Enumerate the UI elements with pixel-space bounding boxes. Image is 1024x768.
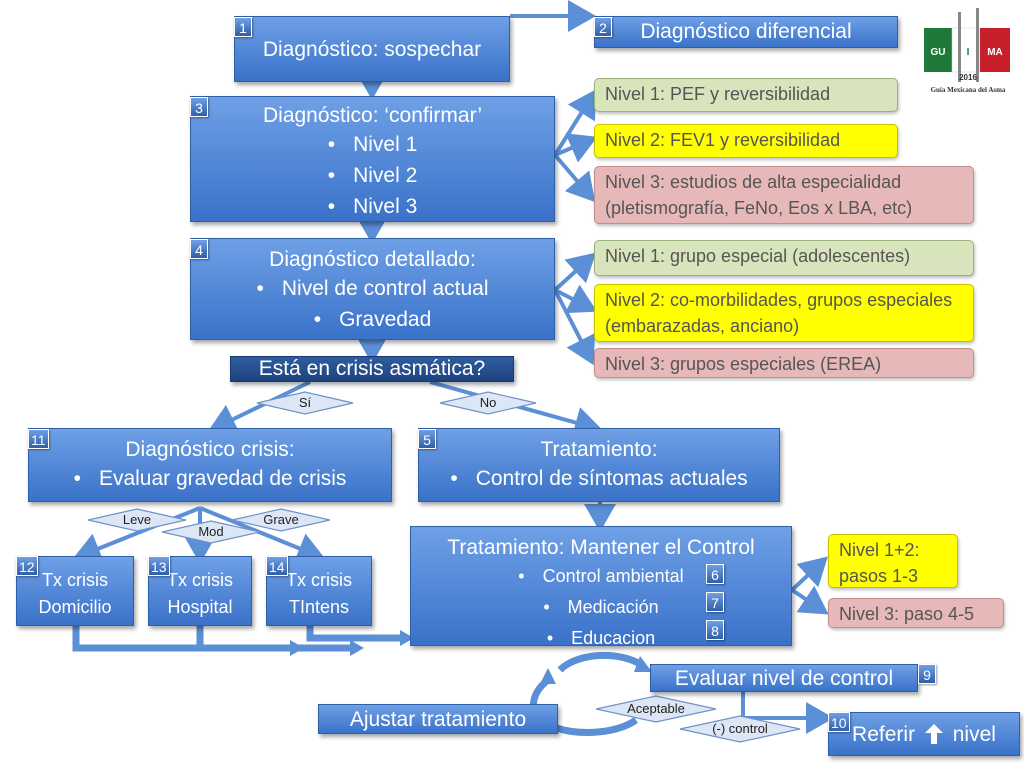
arrow-m-n12 [790,556,828,592]
box-12-line1: Tx crisis [42,570,108,590]
decision-si-label: Sí [298,395,312,410]
decision-no-label: No [479,395,497,410]
logo-gu-text: GU [931,47,946,58]
box-14-line2: TIntens [288,597,350,617]
arrow-9-10 [741,690,834,734]
decision-diamonds [87,391,801,743]
arrow-3-n1 [553,89,597,157]
decision-mod-label: Mod [198,524,224,539]
level-box-detail-1: Nivel 1: grupo especial (adolescentes) [594,240,974,276]
box-4-list: Nivel de control actual Gravedad [191,273,554,335]
mantener-item: Medicación [411,592,791,623]
level-box-confirm-1: Nivel 1: PEF y reversibilidad [594,78,898,112]
step-number-5: 5 [418,429,436,449]
decision-grave-label: Grave [263,512,299,527]
level-box-confirm-2: Nivel 2: FEV1 y reversibilidad [594,124,898,158]
logo-ma-text: MA [987,47,1003,58]
step-number-6: 6 [706,564,724,584]
box-5-list: Control de síntomas actuales [419,463,779,494]
box-12-line2: Domicilio [38,597,112,617]
box-diagnostico-sospechar: Diagnóstico: sospechar [234,16,510,82]
step-number-2: 2 [594,17,612,37]
box-13-line1: Tx crisis [167,570,233,590]
box-diagnostico-detallado: Diagnóstico detallado: Nivel de control … [190,238,555,340]
arrow-4-n1 [553,252,596,292]
box-3-title: Diagnóstico: ‘confirmar’ [262,104,483,127]
arrow-leve [72,506,201,564]
step-number-14: 14 [266,556,288,576]
arrow-4-n2 [554,284,598,314]
step-number-8: 8 [706,620,724,640]
box-5-item: Control de síntomas actuales [419,463,779,494]
mantener-item-label: Control ambiental [542,566,684,586]
decision-aceptable-label: Aceptable [627,701,685,716]
logo-mark: GU I MA 2016 Guía Mexicana del Asma [918,8,1018,100]
mantener-item: Educacion [411,623,791,654]
box-13-line2: Hospital [167,597,233,617]
arrow-3-n2 [554,133,598,163]
box-2-title: Diagnóstico diferencial [640,20,852,43]
box-14-line1: Tx crisis [286,570,352,590]
box-referir-nivel: Referir nivel [828,712,1020,756]
step-number-1: 1 [234,17,252,37]
logo-year: 2016 [959,73,977,82]
box-5-title: Tratamiento: [540,438,658,461]
box-4-item: Nivel de control actual [191,273,554,304]
arrow-m-n3 [790,585,829,615]
logo-i-text: I [967,47,970,58]
box-11-list: Evaluar gravedad de crisis [29,463,391,494]
crisis-question-text: Está en crisis asmática? [258,357,486,380]
ajustar-title: Ajustar tratamiento [349,708,527,731]
logo-caption: Guía Mexicana del Asma [931,86,1006,94]
box-10-title: Referir [852,723,916,746]
box-3-item: Nivel 1 [191,129,554,160]
box-ajustar-tratamiento: Ajustar tratamiento [318,704,558,734]
box-diagnostico-crisis: Diagnóstico crisis: Evaluar gravedad de … [28,428,392,502]
box-diagnostico-confirmar: Diagnóstico: ‘confirmar’ Nivel 1 Nivel 2… [190,96,555,222]
box-diagnostico-diferencial: Diagnóstico diferencial [594,16,898,48]
level-box-treat-12: Nivel 1+2: pasos 1-3 [828,534,958,588]
mantener-item-label: Educacion [571,628,656,648]
box-10-suffix: nivel [952,723,996,746]
step-number-13: 13 [148,556,170,576]
step-number-11: 11 [28,429,49,449]
mantener-title: Tratamiento: Mantener el Control [447,536,755,559]
box-4-item: Gravedad [191,304,554,335]
question-crisis-asmatica: Está en crisis asmática? [230,356,514,382]
box-11-title: Diagnóstico crisis: [125,438,295,461]
box-3-item: Nivel 2 [191,160,554,191]
decision-nocontrol-label: (-) control [712,721,768,736]
box-9-title: Evaluar nivel de control [674,667,894,690]
level-box-detail-3: Nivel 3: grupos especiales (EREA) [594,348,974,378]
level-box-detail-2: Nivel 2: co-morbilidades, grupos especia… [594,284,974,342]
step-number-4: 4 [190,239,208,259]
step-number-7: 7 [706,592,724,612]
level-box-confirm-3: Nivel 3: estudios de alta especialidad (… [594,166,974,224]
mantener-list: Control ambiental Medicación Educacion [411,561,791,654]
box-1-title: Diagnóstico: sospechar [262,38,482,61]
box-10-content: Referir nivel [829,722,1019,751]
box-mantener-control: Tratamiento: Mantener el Control Control… [410,526,792,648]
arrow-si [207,380,311,434]
mantener-item: Control ambiental [411,561,791,592]
step-number-3: 3 [190,97,208,117]
guia-mexicana-asma-logo: GU I MA 2016 Guía Mexicana del Asma [918,8,1018,100]
box-3-item: Nivel 3 [191,191,554,222]
arrow-4-n3 [553,289,596,366]
level-box-treat-3: Nivel 3: paso 4-5 [828,598,1004,628]
box-evaluar-nivel-control: Evaluar nivel de control [650,664,918,692]
box-3-list: Nivel 1 Nivel 2 Nivel 3 [191,129,554,222]
step-number-12: 12 [16,556,38,576]
arrow-3-n3 [553,153,596,203]
mantener-item-label: Medicación [567,597,659,617]
box-4-title: Diagnóstico detallado: [269,248,476,271]
box-tratamiento: Tratamiento: Control de síntomas actuale… [418,428,780,502]
decision-leve-label: Leve [122,512,152,527]
step-number-10: 10 [828,712,850,732]
box-11-item: Evaluar gravedad de crisis [29,463,391,494]
up-arrow-icon [924,724,943,751]
step-number-9: 9 [918,664,936,684]
